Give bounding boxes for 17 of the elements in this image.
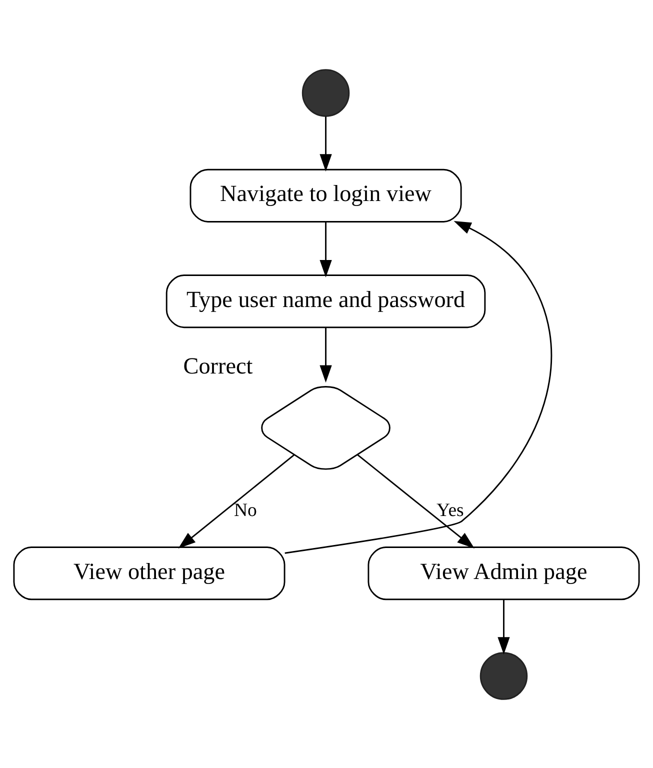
- arrow: [284, 220, 552, 554]
- node-label: Correct: [183, 352, 253, 379]
- node-box: Navigate to login view: [190, 168, 462, 222]
- node-box: View Admin page: [368, 546, 640, 600]
- node-box: View other page: [13, 546, 286, 600]
- edge-label: Yes: [436, 500, 464, 521]
- arrow: [320, 116, 332, 172]
- arrow: [320, 327, 332, 382]
- arrow: [498, 598, 510, 654]
- node-circle: [480, 652, 528, 700]
- node-circle: [302, 68, 350, 116]
- node-box: Type user name and password: [166, 274, 486, 328]
- arrow: [357, 454, 474, 548]
- arrow: [178, 454, 295, 548]
- edge-label: No: [234, 500, 257, 521]
- node-diamond: [261, 386, 390, 470]
- arrow: [320, 222, 332, 277]
